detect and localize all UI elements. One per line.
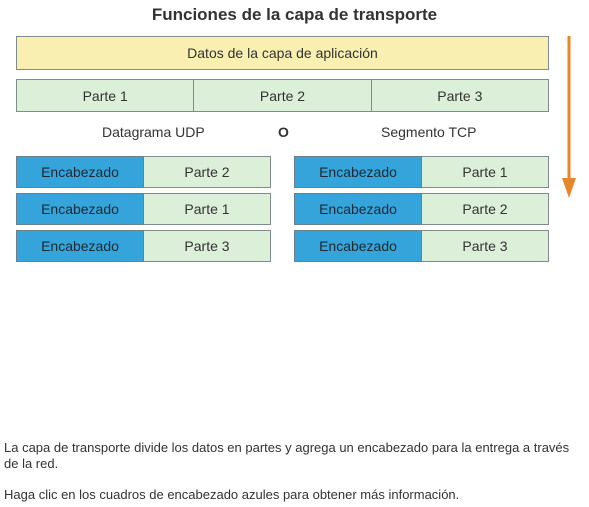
data-part-3: Parte 3 <box>371 79 549 112</box>
tcp-segment-1: Encabezado Parte 1 <box>294 156 549 188</box>
application-data-box: Datos de la capa de aplicación <box>16 36 549 70</box>
udp-payload-1: Parte 2 <box>144 156 271 188</box>
data-parts-row: Parte 1 Parte 2 Parte 3 <box>16 79 549 112</box>
udp-header-button-3[interactable]: Encabezado <box>16 230 144 262</box>
udp-payload-3: Parte 3 <box>144 230 271 262</box>
tcp-header-button-1[interactable]: Encabezado <box>294 156 422 188</box>
description-text: La capa de transporte divide los datos e… <box>4 440 570 471</box>
udp-header-button-1[interactable]: Encabezado <box>16 156 144 188</box>
tcp-payload-3: Parte 3 <box>422 230 549 262</box>
udp-datagram-1: Encabezado Parte 2 <box>16 156 271 188</box>
udp-datagram-label: Datagrama UDP <box>102 124 205 140</box>
udp-header-button-2[interactable]: Encabezado <box>16 193 144 225</box>
instruction-text: Haga clic en los cuadros de encabezado a… <box>4 487 460 502</box>
udp-payload-2: Parte 1 <box>144 193 271 225</box>
tcp-segment-2: Encabezado Parte 2 <box>294 193 549 225</box>
or-conjunction: O <box>278 124 289 140</box>
tcp-header-button-2[interactable]: Encabezado <box>294 193 422 225</box>
udp-datagram-3: Encabezado Parte 3 <box>16 230 271 262</box>
tcp-payload-2: Parte 2 <box>422 193 549 225</box>
data-part-1: Parte 1 <box>16 79 195 112</box>
data-part-2: Parte 2 <box>194 79 372 112</box>
page-title: Funciones de la capa de transporte <box>151 5 438 24</box>
down-arrow-icon <box>562 36 576 198</box>
tcp-segment-3: Encabezado Parte 3 <box>294 230 549 262</box>
tcp-segment-label: Segmento TCP <box>381 124 477 140</box>
tcp-header-button-3[interactable]: Encabezado <box>294 230 422 262</box>
tcp-payload-1: Parte 1 <box>422 156 549 188</box>
udp-datagram-2: Encabezado Parte 1 <box>16 193 271 225</box>
